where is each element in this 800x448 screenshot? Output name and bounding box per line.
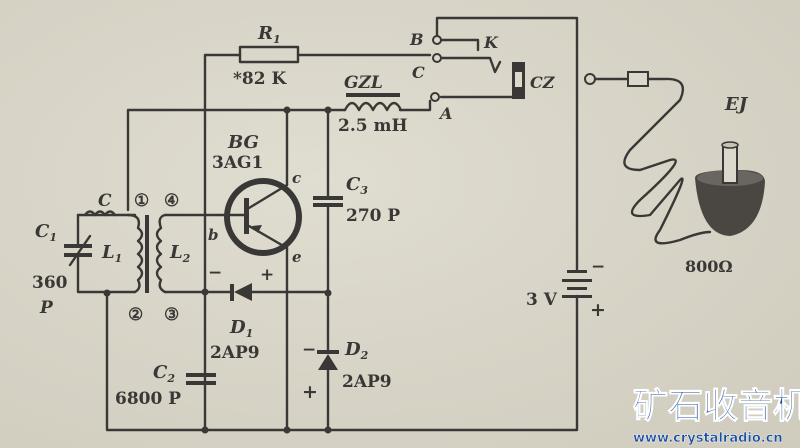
r1-value: *82 K bbox=[233, 69, 287, 89]
bg-value: 3AG1 bbox=[212, 153, 263, 173]
bg-label: BG bbox=[227, 132, 259, 153]
d1-minus: − bbox=[208, 263, 222, 283]
earphone-plug bbox=[584, 71, 712, 245]
pin-1: ① bbox=[134, 191, 149, 211]
d1-label: D1 bbox=[229, 317, 253, 340]
pin-b: b bbox=[208, 226, 219, 244]
diode-d2 bbox=[317, 350, 339, 370]
watermark-title: 矿石收音机 bbox=[633, 386, 800, 427]
switch-k-label: K bbox=[483, 33, 499, 52]
d1-plus: + bbox=[260, 265, 274, 285]
coil-c bbox=[83, 210, 117, 217]
diode-d1 bbox=[230, 283, 252, 301]
jack-cz-label: CZ bbox=[530, 73, 556, 92]
coil-l1 bbox=[126, 213, 144, 294]
earphone-value: 800Ω bbox=[685, 257, 733, 276]
d2-plus: + bbox=[302, 381, 318, 403]
l1-label: L1 bbox=[101, 242, 122, 265]
terminal-b-label: B bbox=[409, 30, 424, 49]
pin-e: e bbox=[292, 248, 302, 266]
d2-label: D2 bbox=[344, 339, 369, 362]
c1-label: C1 bbox=[35, 221, 57, 244]
c3-value: 270 P bbox=[346, 206, 400, 226]
gzl-value: 2.5 mH bbox=[338, 116, 408, 136]
junction-dots bbox=[103, 106, 332, 434]
jack-cz bbox=[512, 62, 525, 99]
c1-value: 360 bbox=[32, 273, 68, 293]
pin-4: ④ bbox=[164, 191, 179, 211]
inductor-core bbox=[346, 93, 400, 97]
transistor-bg bbox=[223, 178, 302, 256]
transformer-core bbox=[145, 215, 149, 293]
pin-2: ② bbox=[128, 305, 143, 325]
capacitor-c3 bbox=[313, 196, 343, 207]
d1-value: 2AP9 bbox=[210, 343, 260, 363]
battery-value: 3 V bbox=[526, 290, 558, 310]
watermark-url: www.crystalradio.cn bbox=[633, 431, 783, 446]
c2-value: 6800 P bbox=[115, 389, 181, 409]
d2-value: 2AP9 bbox=[342, 372, 392, 392]
coil-c-label: C bbox=[98, 191, 112, 211]
capacitor-c1 bbox=[64, 234, 92, 267]
pin-3: ③ bbox=[164, 305, 179, 325]
battery bbox=[562, 270, 592, 298]
earphone-ej bbox=[695, 141, 765, 236]
c1-unit: P bbox=[39, 298, 54, 318]
battery-plus: + bbox=[590, 299, 606, 321]
coil-l2 bbox=[155, 213, 167, 294]
earphone-label: EJ bbox=[724, 94, 749, 115]
inductor-gzl bbox=[343, 101, 403, 112]
c3-label: C3 bbox=[346, 174, 368, 197]
l2-label: L2 bbox=[169, 242, 191, 265]
terminal-c-label: C bbox=[412, 63, 425, 82]
resistor-r1 bbox=[238, 45, 300, 64]
pin-c: c bbox=[292, 169, 301, 187]
c2-label: C2 bbox=[153, 362, 175, 385]
terminal-a-label: A bbox=[438, 104, 452, 123]
d2-minus: − bbox=[302, 340, 316, 360]
battery-minus: − bbox=[591, 257, 605, 277]
switch-terminals bbox=[430, 35, 442, 102]
gzl-label: GZL bbox=[344, 73, 383, 93]
capacitor-c2 bbox=[186, 373, 216, 385]
r1-label: R1 bbox=[257, 23, 281, 46]
